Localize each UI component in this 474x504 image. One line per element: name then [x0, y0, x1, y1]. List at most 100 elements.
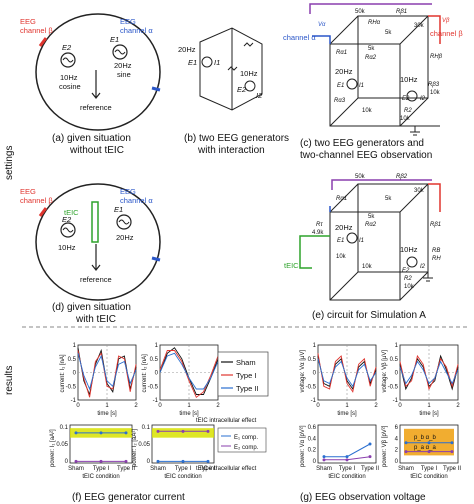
- power-point: [156, 429, 160, 433]
- y-tick-label: -0.5: [66, 384, 77, 390]
- caption-e: (e) circuit for Simulation A: [312, 310, 426, 321]
- series-line-type-ii: [77, 353, 137, 391]
- e-r-14: RH: [432, 256, 441, 262]
- category-tick-label: Type I: [175, 466, 192, 472]
- d-teic: tEIC: [64, 208, 79, 217]
- c-ch-beta: channel β: [430, 29, 463, 38]
- y-tick-label: 0.1: [60, 425, 69, 431]
- circuit-b: [199, 27, 263, 111]
- x-axis-label: tEIC condition: [410, 474, 447, 480]
- power-point: [156, 459, 160, 463]
- power-point: [181, 429, 185, 433]
- y-tick-label: -1: [393, 398, 399, 404]
- y-tick-label: 0: [155, 371, 159, 377]
- ground-icon: [410, 126, 420, 136]
- circuit-e: [329, 183, 433, 301]
- e-e2: E2: [402, 268, 410, 274]
- power-point: [74, 459, 78, 463]
- series-line-type-i: [399, 354, 459, 391]
- e-i2: I2: [420, 264, 426, 270]
- y-tick-label: 0: [65, 459, 69, 465]
- results-label: results: [4, 366, 15, 395]
- y-axis-label: voltage: Vβ [μV]: [382, 350, 388, 393]
- eeg-beta-label-1: EEG: [20, 17, 36, 26]
- category-tick-label: Type I: [93, 466, 110, 472]
- d-eeg-alpha-1: EEG: [120, 187, 136, 196]
- c-r-9: 10k: [362, 108, 373, 114]
- power-point: [368, 455, 372, 459]
- electrode-beta: [38, 37, 48, 47]
- intracellular-effect-band: [152, 428, 214, 438]
- freq1-label-1: 10Hz: [60, 73, 78, 82]
- e-r-6: Rα2: [365, 222, 377, 228]
- b-20hz: 20Hz: [178, 45, 196, 54]
- x-axis-label: time [s]: [97, 411, 117, 417]
- c-r-0: 5k: [385, 30, 392, 36]
- d-10hz: 10Hz: [58, 243, 76, 252]
- y-tick-label: 1: [395, 343, 399, 349]
- e-r-5: Rα1: [336, 196, 347, 202]
- y-axis-label: power: I₂ [aA²]: [132, 429, 138, 467]
- legend-e1-label: E₁ comp.: [234, 435, 258, 441]
- source-e1-icon: [60, 52, 76, 68]
- c-r-6: Rα1: [336, 50, 347, 56]
- x-tick-label: 2: [456, 403, 460, 409]
- e-rt: Rτ: [316, 222, 323, 228]
- y-tick-label: 0: [313, 459, 317, 465]
- teic-path: [91, 201, 99, 243]
- y-tick-label: 0.5: [150, 357, 159, 363]
- c-v-alpha: Vα: [318, 22, 326, 28]
- c-r-4: 30k: [414, 23, 425, 29]
- power-point: [124, 431, 128, 435]
- e1-label: E1: [110, 35, 119, 44]
- purple-wire: [309, 3, 432, 14]
- e-r-2: Rβ2: [396, 174, 408, 180]
- y-tick-label: 0.5: [308, 357, 317, 363]
- caption-d-1: (d) given situation: [52, 302, 131, 313]
- freq1-label-2: cosine: [59, 82, 81, 91]
- y-tick-label: -0.5: [306, 384, 317, 390]
- power-point: [427, 441, 431, 445]
- category-tick-label: Type II: [361, 466, 379, 472]
- c-r-5: 5k: [368, 46, 375, 52]
- circuit-c: [329, 15, 440, 136]
- e-r-12: 10k: [404, 284, 415, 290]
- y-tick-label: 0.4: [308, 436, 317, 442]
- y-axis-label: voltage: Vα [μV]: [300, 350, 306, 393]
- power-point: [427, 450, 431, 454]
- legend-type2: Type II: [236, 384, 259, 393]
- c-i2: I2: [420, 96, 426, 102]
- power-point: [404, 450, 408, 454]
- x-axis-label: time [s]: [419, 411, 439, 417]
- e-10hz: 10Hz: [400, 245, 418, 254]
- d-eeg-beta-2: channel β: [20, 196, 53, 205]
- freq2-label-2: sine: [117, 70, 131, 79]
- purple-wire: [331, 179, 432, 190]
- band-label-top: tEIC intracellular effect: [196, 418, 257, 424]
- e-e1: E1: [337, 238, 344, 244]
- y-axis-label: current: I₂ [nA]: [142, 354, 148, 393]
- c-r-2: Rβ1: [396, 9, 407, 15]
- category-tick-label: Type II: [443, 466, 461, 472]
- y-tick-label: 1: [313, 343, 317, 349]
- y-tick-label: -0.5: [148, 384, 159, 390]
- electrode-beta: [38, 207, 48, 217]
- channel-beta-wire: [428, 183, 441, 212]
- category-tick-label: Sham: [150, 466, 166, 472]
- y-axis-label: power: Vα [pV²]: [300, 425, 306, 467]
- e-i1: I1: [359, 238, 364, 244]
- y-tick-label: -1: [153, 398, 159, 404]
- power-point: [206, 459, 210, 463]
- c-e1: E1: [337, 83, 344, 89]
- y-tick-label: 1: [155, 343, 159, 349]
- y-axis-label: current: I₁ [nA]: [60, 354, 66, 392]
- e-r-7: Rβ1: [430, 222, 441, 228]
- head-outline: [35, 13, 161, 131]
- x-tick-label: 0: [316, 403, 320, 409]
- power-point: [206, 429, 210, 433]
- e-r-15: RB: [432, 248, 440, 254]
- y-tick-label: -1: [311, 398, 317, 404]
- series-line-type-ii: [317, 358, 377, 388]
- y-tick-label: -1: [71, 398, 77, 404]
